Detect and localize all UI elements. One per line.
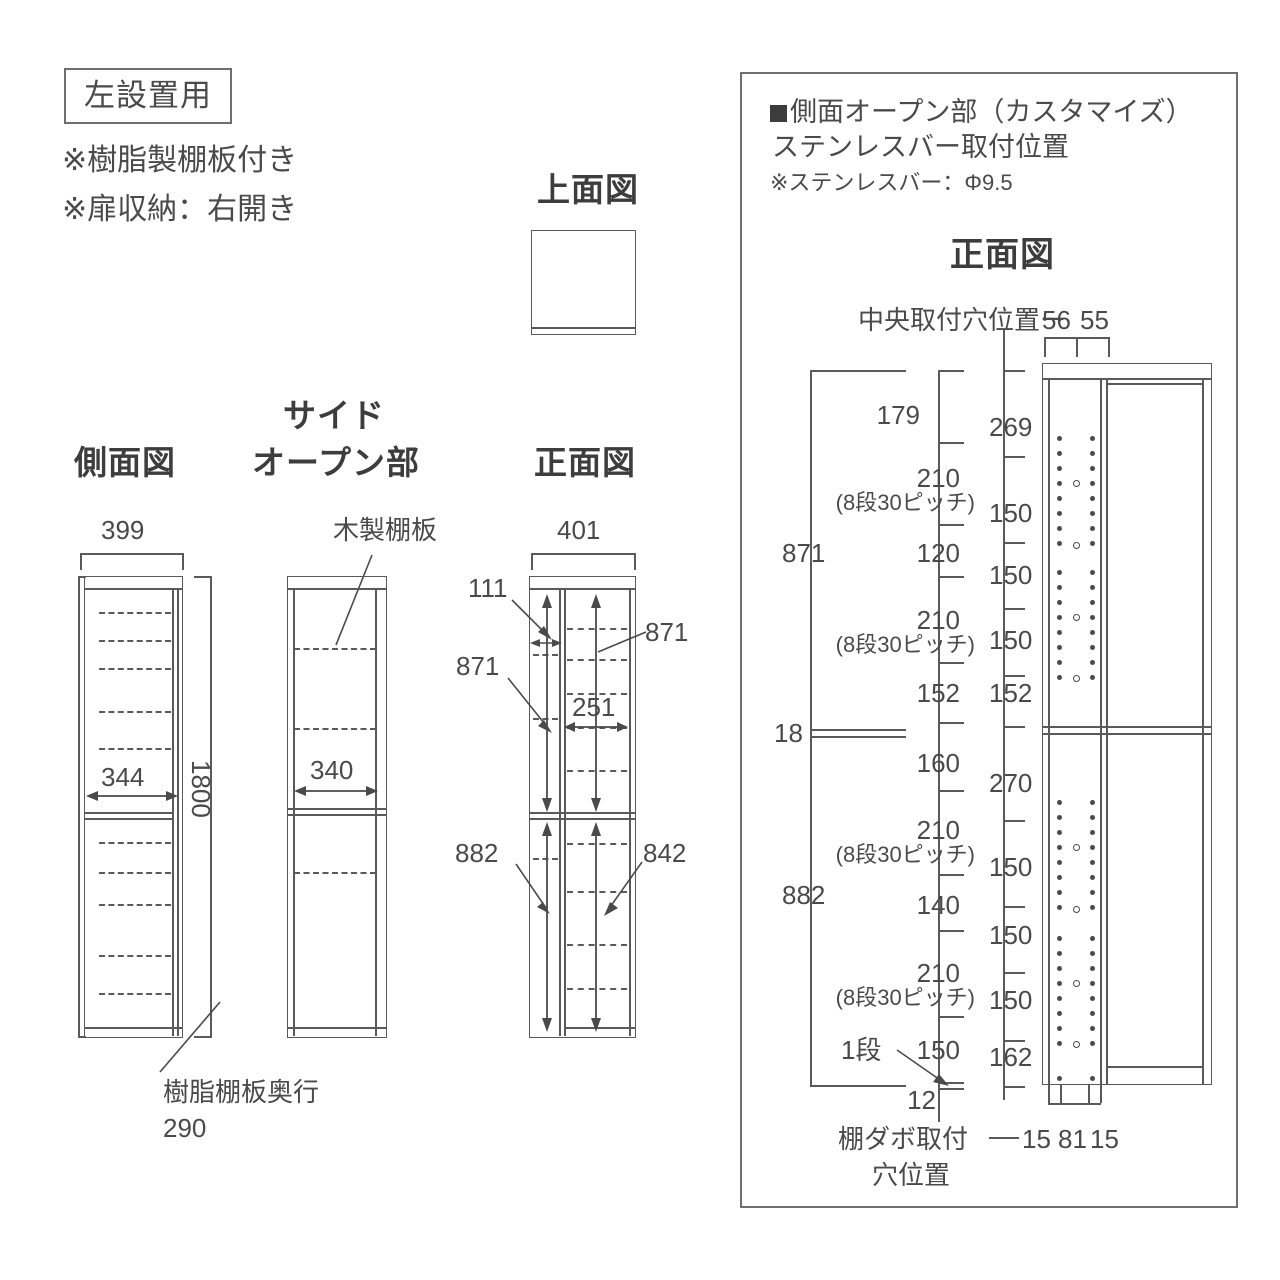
chain-right-dim-0: 269 xyxy=(989,412,1033,442)
bullet-square-icon xyxy=(770,105,787,122)
installation-side-badge: 左設置用 xyxy=(64,68,232,124)
note-door-direction: ※扉収納：右開き xyxy=(62,193,298,226)
chain-left-dim-5: 160 xyxy=(916,748,960,778)
side-view-width-dim: 399 xyxy=(101,515,145,545)
front-left-gap-leader xyxy=(511,599,552,640)
side-view-inner-width-arrow xyxy=(86,791,178,801)
chain-right-dim-1: 150 xyxy=(989,498,1033,528)
chain-left-dim-0: 179 xyxy=(876,400,920,430)
overall-upper-dim: 871 xyxy=(782,538,826,568)
chain-left-sub-6: (8段30ピッチ) xyxy=(835,842,975,867)
chain-left-dim-2: 120 xyxy=(916,538,960,568)
chain-right-dim-3: 150 xyxy=(989,625,1033,655)
side-open-inner-width-arrow xyxy=(294,786,378,796)
front-lower-right-height-dim: 842 xyxy=(643,838,687,868)
chain-left-dim-7: 140 xyxy=(916,890,960,920)
chain-left-dim-1: 210 xyxy=(916,463,960,493)
resin-shelf-callout-leader xyxy=(159,1001,221,1073)
bottom-dim-81: 81 xyxy=(1058,1124,1087,1154)
front-inner-width-dim: 251 xyxy=(572,692,616,722)
side-open-title-line1: サイド xyxy=(283,397,385,434)
front-left-gap-dim: 111 xyxy=(468,573,508,603)
resin-shelf-depth-label: 樹脂棚板奥行 xyxy=(163,1077,320,1107)
front-upper-left-leader xyxy=(507,677,552,733)
chain-left-sub-1: (8段30ピッチ) xyxy=(835,490,975,515)
chain-right-dim-5: 270 xyxy=(989,768,1033,798)
side-view-height-dim: 1800 xyxy=(186,760,216,818)
wood-shelf-label: 木製棚板 xyxy=(333,515,438,545)
chain-left-dim-3: 210 xyxy=(916,605,960,635)
bottom-dim-15-left: 15 xyxy=(1022,1124,1051,1154)
chain-left-dim-4: 152 xyxy=(916,678,960,708)
front-lower-left-leader xyxy=(515,863,550,914)
front-lower-right-leader xyxy=(604,861,643,916)
overall-lower-dim: 882 xyxy=(782,880,826,910)
chain-right-dim-4: 152 xyxy=(989,678,1033,708)
right-panel-title-note: ※ステンレスバー：Φ9.5 xyxy=(770,170,1013,195)
top-dim-55: 55 xyxy=(1080,305,1109,335)
right-panel-title-line2: ステンレスバー取付位置 xyxy=(772,132,1069,162)
front-left-gap-arrow xyxy=(530,639,562,647)
side-view-title: 側面図 xyxy=(74,444,176,481)
right-detail-panel xyxy=(740,72,1238,1208)
chain-left-dim-9: 150 xyxy=(916,1035,960,1065)
note-resin-shelf: ※樹脂製棚板付き xyxy=(62,144,298,177)
chain-left-sub-3: (8段30ピッチ) xyxy=(835,632,975,657)
overall-gap-dim: 18 xyxy=(774,718,803,748)
chain-left-sub-8: (8段30ピッチ) xyxy=(835,985,975,1010)
front-upper-right-leader xyxy=(597,631,647,653)
front-view-width-dim: 401 xyxy=(557,515,601,545)
center-hole-position-label: 中央取付穴位置ー xyxy=(858,305,1067,335)
front-lower-left-height-dim: 882 xyxy=(455,838,499,868)
front-upper-right-height-dim: 871 xyxy=(645,617,689,647)
chain-right-dim-9: 162 xyxy=(989,1042,1033,1072)
front-inner-width-arrow xyxy=(564,722,628,732)
top-dim-56: 56 xyxy=(1042,305,1071,335)
front-upper-right-arrow xyxy=(591,594,601,812)
side-open-title-line2: オープン部 xyxy=(252,444,421,481)
front-lower-right-arrow xyxy=(591,822,601,1032)
shelf-peg-hole-label-line1: 棚ダボ取付 xyxy=(838,1124,969,1154)
step-count-leader xyxy=(896,1049,949,1086)
front-upper-left-height-dim: 871 xyxy=(456,651,500,681)
right-front-view-title: 正面図 xyxy=(950,236,1055,274)
chain-right-dim-6: 150 xyxy=(989,852,1033,882)
front-lower-left-arrow xyxy=(542,822,552,1032)
right-panel-title-line1: 側面オープン部（カスタマイズ） xyxy=(770,96,1193,129)
wood-shelf-leader xyxy=(335,554,373,646)
shelf-peg-hole-label-line2: 穴位置 xyxy=(872,1160,951,1190)
resin-shelf-depth-value: 290 xyxy=(163,1113,207,1143)
front-view-title: 正面図 xyxy=(534,444,636,481)
step-count-label: 1段 xyxy=(841,1035,882,1065)
side-view-inner-width-dim: 344 xyxy=(101,762,145,792)
top-view-title: 上面図 xyxy=(537,171,639,208)
bottom-dim-15-right: 15 xyxy=(1090,1124,1119,1154)
chain-right-dim-2: 150 xyxy=(989,560,1033,590)
side-open-inner-width-dim: 340 xyxy=(310,755,354,785)
chain-left-dim-8: 210 xyxy=(916,958,960,988)
chain-right-dim-8: 150 xyxy=(989,985,1033,1015)
chain-right-dim-7: 150 xyxy=(989,920,1033,950)
chain-left-dim-6: 210 xyxy=(916,815,960,845)
chain-left-dim-10: 12 xyxy=(907,1085,936,1115)
